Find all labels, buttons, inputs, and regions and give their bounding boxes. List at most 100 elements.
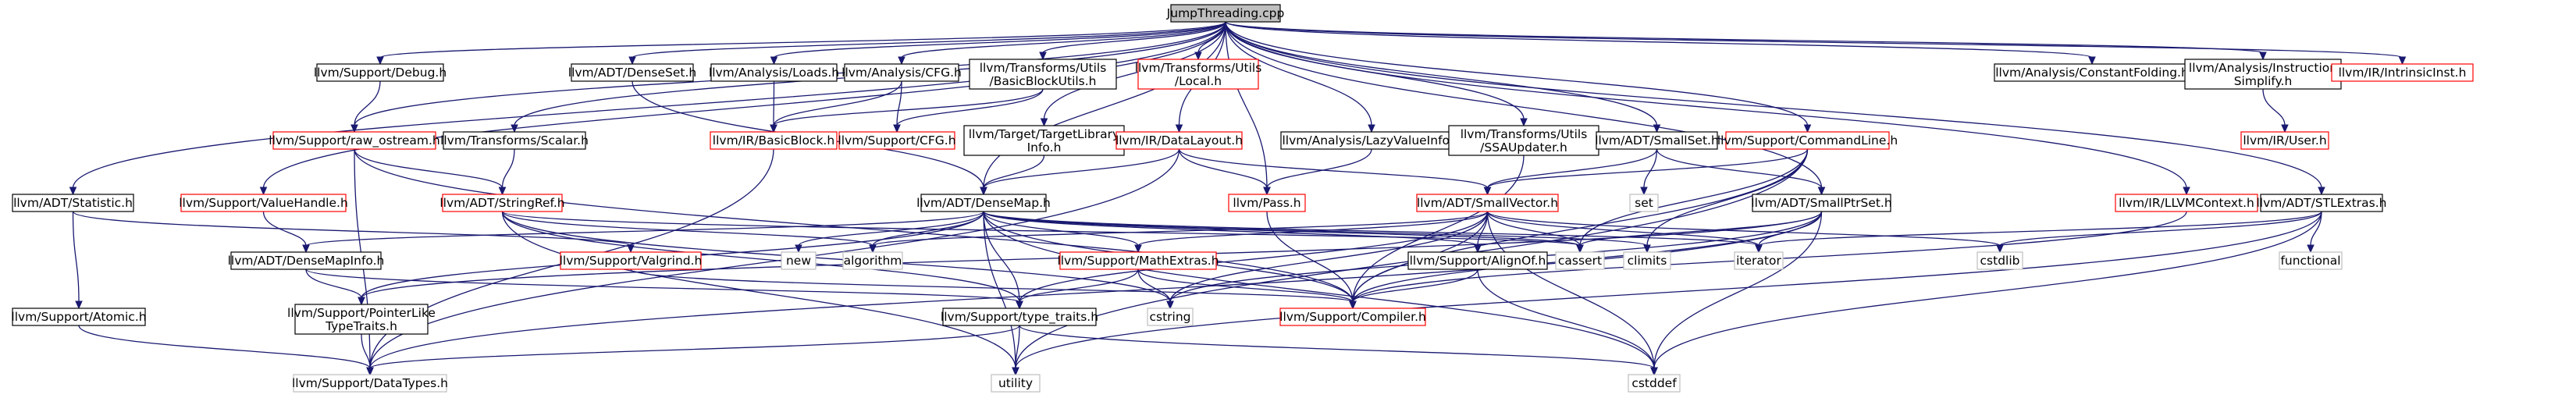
edge-root-to-tr_bbutils xyxy=(1042,21,1226,54)
arrowhead-adt_statistic-to-sup_atomic xyxy=(75,300,83,310)
node-box xyxy=(230,251,382,270)
node-ir-user: llvm/IR/User.h xyxy=(2240,131,2329,150)
node-tr-local: llvm/Transforms/Utils/Local.h xyxy=(1135,59,1262,90)
node-label: llvm/Support/DataTypes.h xyxy=(292,376,448,390)
edge-sup_valuehandle-to-adt_densemapinfo xyxy=(262,211,307,247)
node-adt-densemapinfo[interactable]: llvm/ADT/DenseMapInfo.h xyxy=(228,251,385,270)
node-std-functional: functional xyxy=(2279,251,2343,270)
node-adt-smallset[interactable]: llvm/ADT/SmallSet.h xyxy=(1595,131,1719,150)
edge-sup_typetraits-to-std_utility xyxy=(1015,325,1020,369)
node-tr-scalar[interactable]: llvm/Transforms/Scalar.h xyxy=(440,131,589,150)
edge-adt_stlextras-to-std_cstdlib xyxy=(1999,211,2322,247)
node-label: llvm/ADT/SmallSet.h xyxy=(1595,133,1719,148)
node-adt-stlextras[interactable]: llvm/ADT/STLExtras.h xyxy=(2256,194,2387,212)
arrowhead-root-to-adt_stlextras xyxy=(2318,187,2325,196)
node-tr-bbutils[interactable]: llvm/Transforms/Utils/BasicBlockUtils.h xyxy=(969,59,1117,90)
edge-root-to-an_lazyvalue xyxy=(1225,21,1372,126)
node-label: llvm/Analysis/Instruction xyxy=(2189,61,2337,75)
edge-root-to-ir_pass xyxy=(1225,21,1268,189)
edge-sup_cmdline-to-sup_compiler xyxy=(1352,148,1809,303)
node-std-set: set xyxy=(1629,194,1659,212)
node-root[interactable]: JumpThreading.cpp xyxy=(1166,4,1285,23)
node-an-lazyvalue[interactable]: llvm/Analysis/LazyValueInfo.h xyxy=(1280,131,1463,150)
edge-tg_libinfo-to-adt_densemap xyxy=(983,155,1045,189)
edge-root-to-ir_llvmcontext xyxy=(1225,21,2187,189)
node-sup-mathextras: llvm/Support/MathExtras.h xyxy=(1057,251,1219,270)
node-label: llvm/Support/CFG.h xyxy=(838,133,955,148)
edge-an_lazyvalue-to-ir_pass xyxy=(1266,148,1372,189)
edge-adt_stringref-to-sup_typetraits xyxy=(501,211,1020,303)
arrowhead-sup_alignof-to-sup_compiler xyxy=(1349,300,1357,310)
edge-adt_stringref-to-std_utility xyxy=(501,211,1016,369)
node-box xyxy=(710,131,838,150)
edge-tr_bbutils-to-sup_cfg xyxy=(896,88,1044,126)
arrowhead-adt_densemap-to-std_climits xyxy=(1643,244,1651,254)
node-box xyxy=(180,194,347,212)
arrowhead-root-to-tr_bbutils xyxy=(1039,52,1047,61)
edge-tr_bbutils-to-ir_basicblock xyxy=(773,88,1044,126)
node-sup-alignof[interactable]: llvm/Support/AlignOf.h xyxy=(1407,251,1548,270)
edge-adt_densemapinfo-to-sup_ptrlike xyxy=(305,268,362,299)
node-an-constfold[interactable]: llvm/Analysis/ConstantFolding.h xyxy=(1994,63,2190,82)
edge-root-to-an_loads xyxy=(773,21,1226,59)
node-box xyxy=(443,131,586,150)
edge-sup_mathextras-to-sup_compiler xyxy=(1137,268,1354,303)
node-an-cfg[interactable]: llvm/Analysis/CFG.h xyxy=(841,63,962,82)
edge-ir_datalayout-to-adt_densemap xyxy=(983,148,1180,189)
node-label: llvm/Analysis/Loads.h xyxy=(709,66,839,80)
node-tr-ssaupdater[interactable]: llvm/Transforms/Utils/SSAUpdater.h xyxy=(1448,125,1599,156)
node-box xyxy=(1734,251,1784,270)
edge-root-to-adt_stlextras xyxy=(1225,21,2322,189)
node-label: llvm/Support/AlignOf.h xyxy=(1410,254,1546,268)
node-label: set xyxy=(1635,196,1653,210)
node-label: llvm/Support/Atomic.h xyxy=(11,310,146,324)
node-sup-typetraits[interactable]: llvm/Support/type_traits.h xyxy=(941,308,1098,326)
arrowhead-adt_densemapinfo-to-sup_ptrlike xyxy=(358,297,365,306)
edge-adt_densemap-to-std_new xyxy=(798,211,984,247)
edge-adt_statistic-to-sup_valgrind xyxy=(72,211,632,247)
node-std-cstddef: cstddef xyxy=(1628,374,1681,393)
node-box xyxy=(1407,251,1548,270)
arrowhead-adt_stlextras-to-std_functional xyxy=(2307,244,2314,254)
node-box xyxy=(1279,308,1426,326)
node-box xyxy=(2240,131,2329,150)
node-box xyxy=(12,308,146,326)
arrowhead-adt_smallset-to-std_set xyxy=(1640,187,1648,196)
node-label: llvm/Transforms/Utils xyxy=(980,61,1107,75)
edge-root-to-tg_libinfo xyxy=(1043,21,1226,120)
edge-ir_pass-to-sup_compiler xyxy=(1266,211,1354,303)
arrowhead-an_instsimp-to-ir_user xyxy=(2281,124,2289,133)
node-adt-statistic[interactable]: llvm/ADT/Statistic.h xyxy=(12,194,134,212)
arrowhead-sup_typetraits-to-sup_datatypes xyxy=(366,367,374,376)
edge-root-to-adt_densemap xyxy=(983,21,1226,189)
node-box xyxy=(1137,59,1259,90)
node-std-algorithm: algorithm xyxy=(842,251,903,270)
node-box xyxy=(293,374,447,393)
edge-ir_datalayout-to-ir_pass xyxy=(1178,148,1268,189)
node-adt-denseset[interactable]: llvm/ADT/DenseSet.h xyxy=(568,63,696,82)
arrowhead-root-to-an_loads xyxy=(770,56,778,66)
node-box xyxy=(2115,194,2258,212)
node-label: llvm/Transforms/Utils xyxy=(1135,61,1262,75)
edge-root-to-sup_debug xyxy=(379,21,1226,59)
arrowhead-tr_bbutils-to-sup_cfg xyxy=(893,124,901,133)
node-sup-debug[interactable]: llvm/Support/Debug.h xyxy=(314,63,447,82)
node-label: llvm/ADT/SmallPtrSet.h xyxy=(1751,196,1891,210)
edge-adt_smallptrset-to-sup_datatypes xyxy=(369,211,1823,369)
node-ir-datalayout: llvm/IR/DataLayout.h xyxy=(1115,131,1243,150)
node-label: TypeTraits.h xyxy=(325,319,397,333)
node-sup-datatypes: llvm/Support/DataTypes.h xyxy=(292,374,448,393)
node-sup-atomic[interactable]: llvm/Support/Atomic.h xyxy=(11,308,147,326)
node-label: llvm/Transforms/Utils xyxy=(1461,127,1588,141)
edge-adt_densemap-to-std_utility xyxy=(983,211,1016,369)
node-adt-densemap[interactable]: llvm/ADT/DenseMap.h xyxy=(916,194,1051,212)
node-label: new xyxy=(786,254,811,268)
node-sup-valuehandle: llvm/Support/ValueHandle.h xyxy=(179,194,348,212)
node-an-loads[interactable]: llvm/Analysis/Loads.h xyxy=(709,63,839,82)
node-box xyxy=(1976,251,2023,270)
node-adt-smallptrset[interactable]: llvm/ADT/SmallPtrSet.h xyxy=(1751,194,1892,212)
